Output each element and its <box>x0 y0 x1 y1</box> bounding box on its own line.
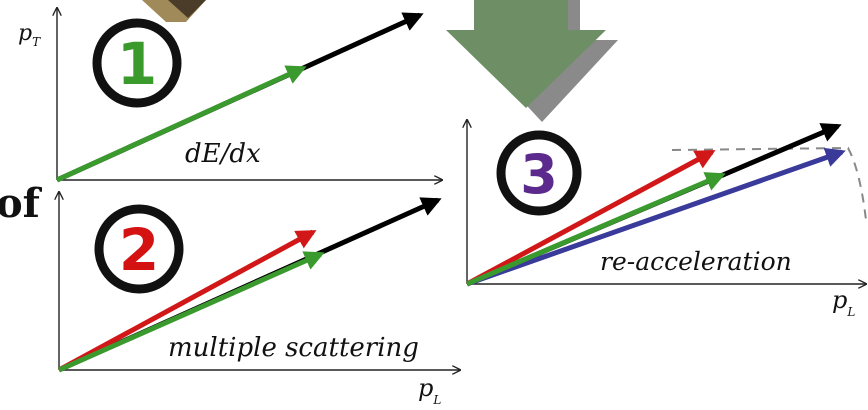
panel-3: pL 3 re-acceleration <box>465 120 867 319</box>
panel-2-green-arrow <box>57 251 325 373</box>
panel-3-number-circle <box>496 130 582 216</box>
panel-1-number: 1 <box>117 30 157 98</box>
panel-2-number-circle <box>94 204 184 294</box>
panel-3-dashed-guide <box>671 146 867 221</box>
panel-2-caption: multiple scattering <box>168 333 419 363</box>
panel-2-red-arrow <box>57 229 317 373</box>
panel-3-red-arrow <box>465 149 716 287</box>
panel-1-number-circle <box>92 18 182 108</box>
panel-3-green-arrow <box>466 172 726 287</box>
panel-3-x-axis-label: pL <box>832 286 855 319</box>
panel-1-green-arrow <box>55 65 307 183</box>
panel-3-caption: re-acceleration <box>600 247 792 276</box>
panel-1-y-axis-label: pT <box>18 21 41 49</box>
edge-text-fragment: of <box>0 180 43 227</box>
panel-3-blue-arrow <box>466 147 846 287</box>
panel-2: pL 2 multiple scattering <box>59 192 460 407</box>
panel-2-x-axis-label: pL <box>418 374 441 407</box>
panel-1-caption: dE/dx <box>185 139 261 169</box>
cropped-corner-shape-dark <box>168 0 206 18</box>
panel-3-number: 3 <box>520 143 558 206</box>
panel-1: pT 1 dE/dx <box>18 8 442 180</box>
panel-2-number: 2 <box>119 216 159 284</box>
big-down-arrow-body <box>446 0 606 108</box>
big-down-arrow <box>446 0 618 122</box>
